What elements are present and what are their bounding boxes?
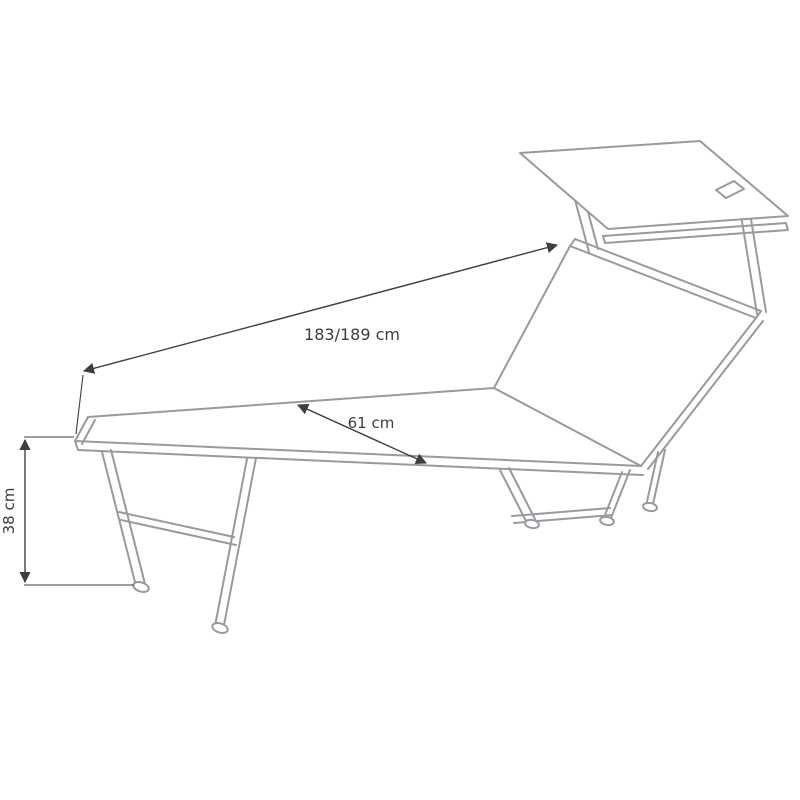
height-extension-lines bbox=[24, 436, 134, 586]
width-dimension-line bbox=[296, 404, 428, 464]
canopy-bracket bbox=[715, 180, 745, 199]
canopy-panel bbox=[519, 140, 789, 230]
length-dimension-line bbox=[82, 242, 559, 374]
dimension-length: 183/189 cm bbox=[75, 242, 559, 435]
rear-legs bbox=[499, 449, 666, 530]
backrest-frame bbox=[569, 238, 764, 470]
front-legs-tubes bbox=[101, 449, 257, 627]
canopy-front-bar bbox=[602, 222, 789, 244]
length-dimension-label: 183/189 cm bbox=[304, 325, 400, 344]
rear-left-foot-cap bbox=[524, 518, 540, 530]
width-dimension-label: 61 cm bbox=[348, 414, 395, 432]
dimension-width: 61 cm bbox=[296, 404, 428, 464]
rear-mid-foot-cap bbox=[599, 515, 615, 527]
length-extension-line bbox=[75, 374, 84, 435]
rear-right-foot-cap bbox=[642, 501, 658, 513]
height-dimension-label: 38 cm bbox=[0, 488, 18, 535]
backrest bbox=[493, 238, 764, 470]
front-legs bbox=[101, 449, 257, 634]
front-left-foot-cap bbox=[132, 581, 150, 593]
front-right-foot-cap bbox=[211, 622, 229, 634]
rear-legs-tubes bbox=[499, 449, 666, 524]
backrest-fabric-edge bbox=[493, 245, 571, 389]
dimension-height: 38 cm bbox=[0, 436, 134, 586]
seat-fabric-edges bbox=[87, 387, 642, 467]
canopy bbox=[519, 140, 789, 315]
